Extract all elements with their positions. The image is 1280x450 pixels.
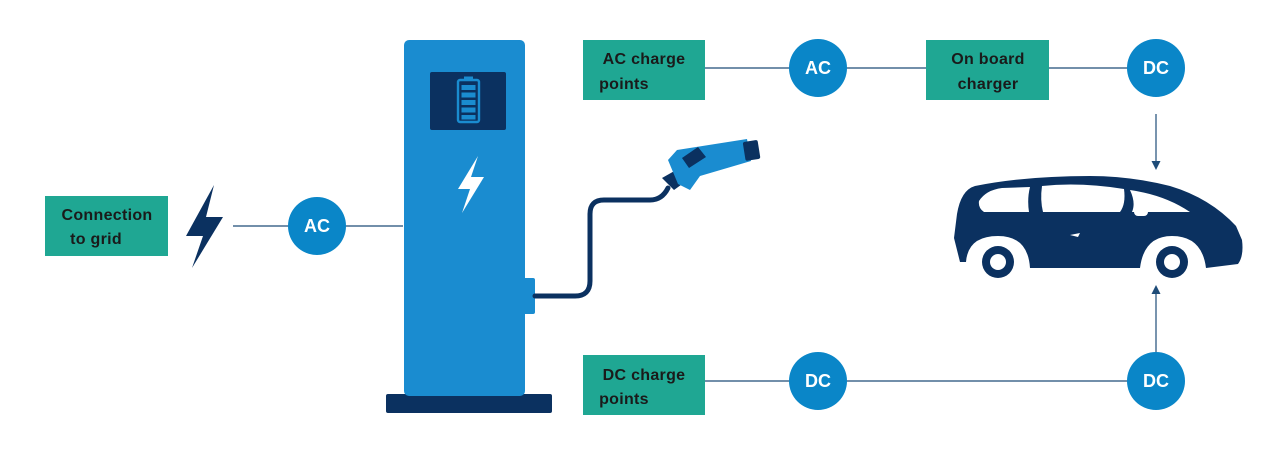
ac-charge-points-line2: points: [599, 76, 649, 93]
dc-row-dc-label-1: DC: [805, 371, 831, 391]
ac-row-dc-label: DC: [1143, 58, 1169, 78]
on-board-charger-line2: charger: [958, 76, 1019, 93]
dc-row-dc-node-2: DC: [1127, 352, 1185, 410]
connection-to-grid-line2: to grid: [70, 231, 122, 248]
car-windshield-edge: [1130, 190, 1190, 212]
car-door-handle: [1070, 233, 1080, 237]
ac-charge-points-box: AC charge points: [583, 40, 705, 100]
dc-charge-points-box: DC charge points: [583, 355, 705, 415]
charger-socket: [523, 278, 535, 314]
charging-cable: [532, 185, 671, 299]
dc-charge-points-line1: DC charge: [603, 367, 686, 384]
connection-to-grid-box: Connection to grid: [45, 196, 168, 256]
ac-charge-points-line1: AC charge: [603, 51, 686, 68]
charger-base: [386, 394, 552, 413]
car-rear-wheel: [976, 240, 1020, 284]
car-window-front: [1041, 184, 1125, 212]
car-window-rear: [978, 187, 1030, 212]
lightning-icon: [186, 185, 223, 268]
down-arrowhead: [1151, 161, 1161, 170]
on-board-charger-box: On board charger: [926, 40, 1049, 100]
car-icon: [954, 176, 1243, 284]
dc-charge-points-line2: points: [599, 391, 649, 408]
car-front-wheel: [1150, 240, 1194, 284]
ac-row-ac-label: AC: [805, 58, 831, 78]
charger-bolt-icon: [458, 156, 484, 213]
grid-ac-label: AC: [304, 216, 330, 236]
charging-station: [386, 40, 552, 413]
up-arrowhead: [1151, 285, 1161, 294]
plug-icon: [662, 139, 761, 190]
dc-row-dc-label-2: DC: [1143, 371, 1169, 391]
battery-icon: [456, 76, 481, 124]
dc-row-dc-node-1: DC: [789, 352, 847, 410]
ac-row-dc-node: DC: [1127, 39, 1185, 97]
grid-ac-node: AC: [288, 197, 346, 255]
car-mirror: [1134, 207, 1148, 216]
connection-to-grid-line1: Connection: [62, 207, 153, 224]
ac-row-ac-node: AC: [789, 39, 847, 97]
on-board-charger-line1: On board: [951, 51, 1025, 68]
